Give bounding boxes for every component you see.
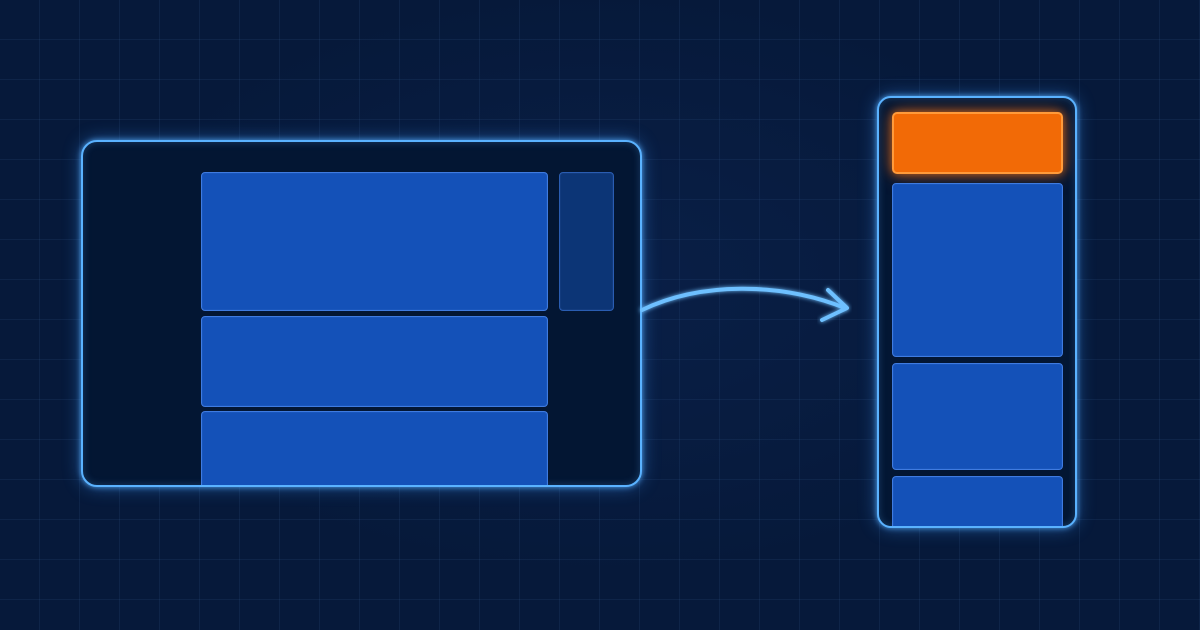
mobile-content-block xyxy=(892,476,1063,526)
mobile-content-block xyxy=(892,363,1063,470)
desktop-sidebar-block xyxy=(559,172,614,311)
desktop-content-block xyxy=(201,316,548,407)
desktop-layout-frame xyxy=(81,140,642,487)
mobile-highlight-block xyxy=(892,112,1063,174)
arrow-shaft xyxy=(640,286,847,312)
transform-arrow-icon xyxy=(640,286,849,322)
arrow-head xyxy=(820,288,849,322)
mobile-layout-frame xyxy=(877,96,1077,528)
desktop-main-block xyxy=(201,172,548,311)
desktop-content-block xyxy=(201,411,548,485)
mobile-main-block xyxy=(892,183,1063,357)
